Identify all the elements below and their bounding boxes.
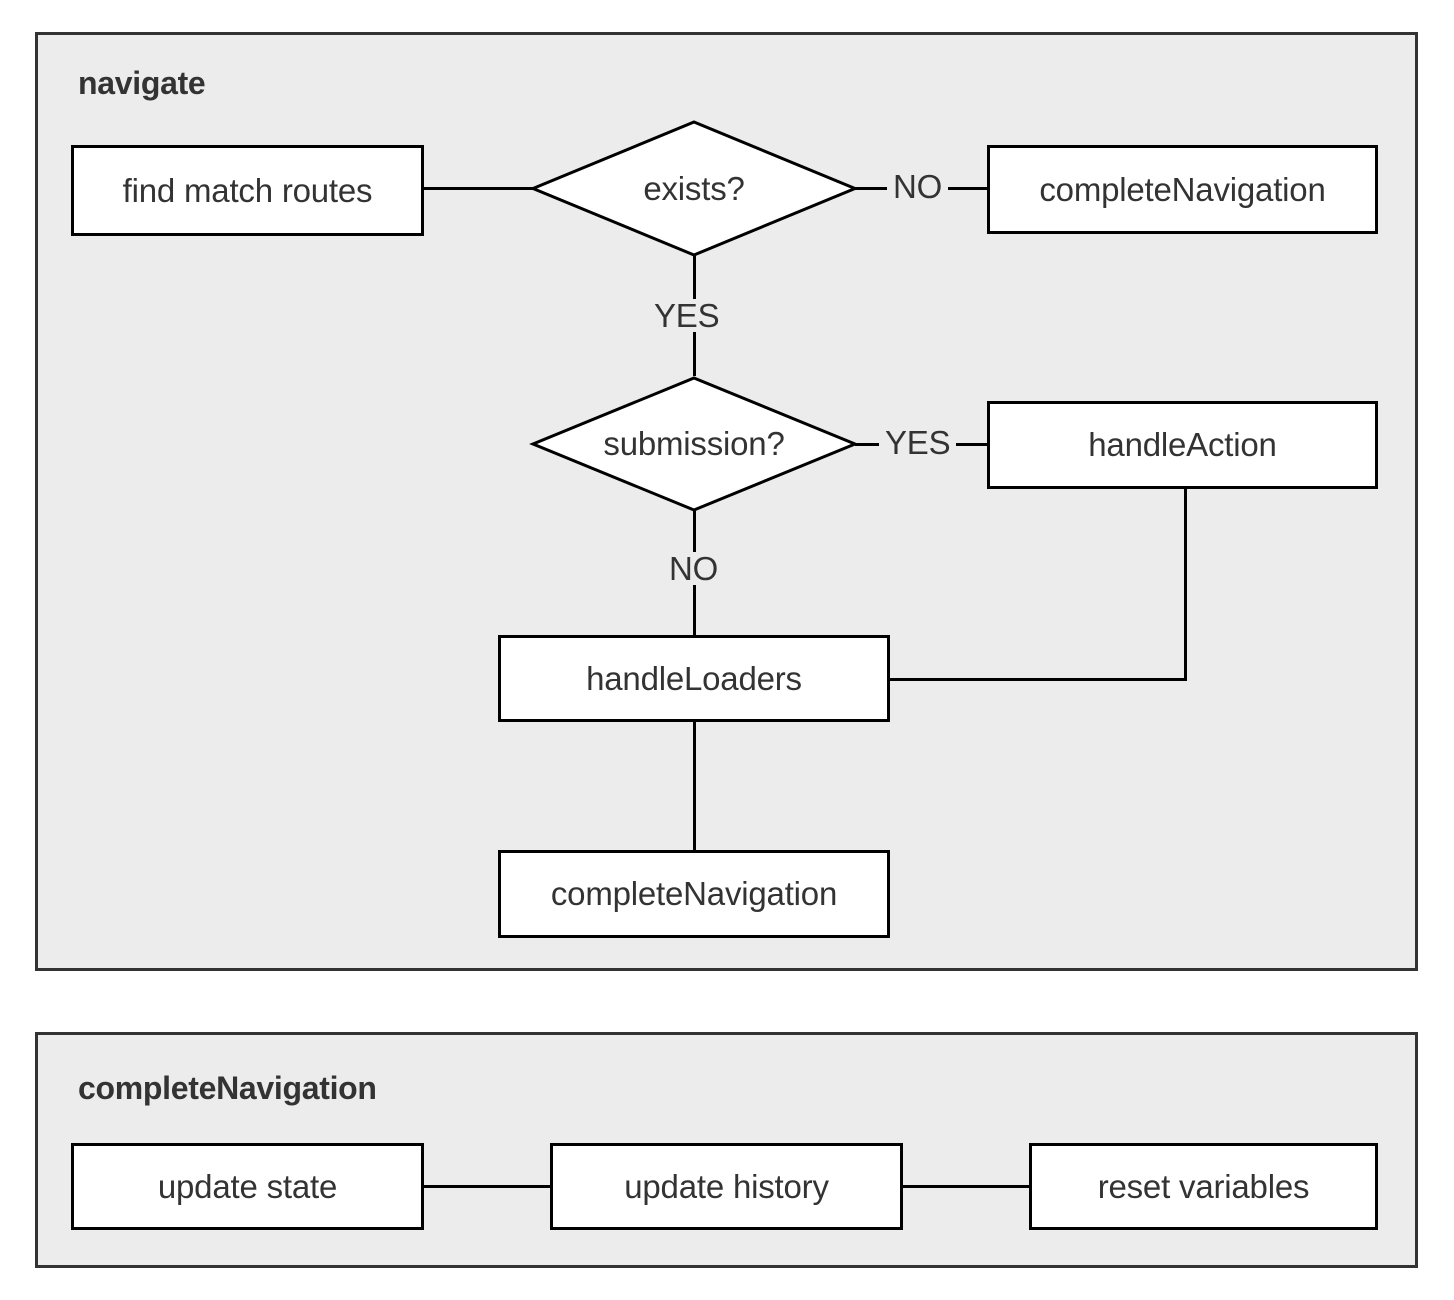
edge-update-history-to-reset-variables xyxy=(901,1185,1031,1188)
subgraph-complete-navigation-title: completeNavigation xyxy=(78,1070,377,1106)
edge-label-submission-yes: YES xyxy=(879,426,957,459)
node-find-match-routes[interactable]: find match routes xyxy=(71,145,424,236)
edge-find-match-routes-to-exists xyxy=(424,187,534,190)
edge-label-submission-no: NO xyxy=(663,552,725,585)
edge-handle-loaders-to-complete-navigation xyxy=(693,721,696,851)
node-handle-action[interactable]: handleAction xyxy=(987,401,1378,489)
edge-handle-action-to-handle-loaders-horizontal xyxy=(888,678,1187,681)
diamond-shape-submission xyxy=(529,376,859,512)
node-update-state[interactable]: update state xyxy=(71,1143,424,1230)
edge-label-exists-yes: YES xyxy=(648,299,726,332)
node-complete-navigation-top[interactable]: completeNavigation xyxy=(987,145,1378,234)
edge-update-state-to-update-history xyxy=(422,1185,552,1188)
node-handle-loaders[interactable]: handleLoaders xyxy=(498,635,890,722)
edge-label-exists-no: NO xyxy=(887,170,949,203)
node-submission-decision[interactable]: submission? xyxy=(529,376,859,512)
edge-handle-action-to-handle-loaders-vertical xyxy=(1184,488,1187,680)
subgraph-navigate-title: navigate xyxy=(78,65,206,101)
node-reset-variables[interactable]: reset variables xyxy=(1029,1143,1378,1230)
node-update-history[interactable]: update history xyxy=(550,1143,903,1230)
node-complete-navigation-bottom[interactable]: completeNavigation xyxy=(498,850,890,938)
diamond-shape-exists xyxy=(529,120,859,257)
node-exists-decision[interactable]: exists? xyxy=(529,120,859,257)
